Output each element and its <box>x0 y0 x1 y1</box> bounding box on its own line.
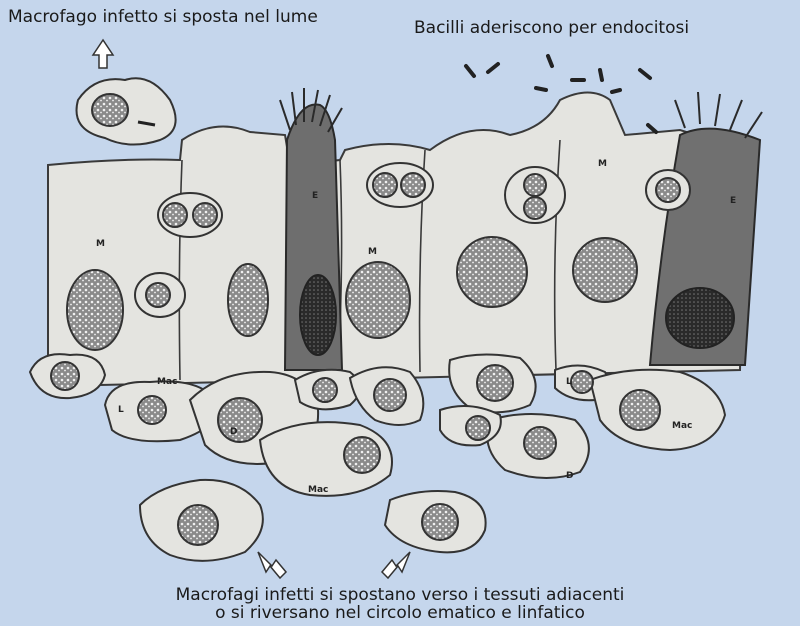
label-m-1: M <box>96 239 105 249</box>
label-m-3: M <box>598 159 607 169</box>
label-e-1: E <box>312 191 318 201</box>
label-mac-3: Mac <box>672 421 692 431</box>
label-d-1: D <box>230 427 237 437</box>
caption-bottom-line2: o si riversano nel circolo ematico e lin… <box>0 603 800 623</box>
e-cell-left-nucleus <box>300 275 336 355</box>
caption-bottom-line1: Macrofagi infetti si spostano verso i te… <box>0 585 800 605</box>
label-mac-2: Mac <box>308 485 328 495</box>
caption-infected-macrophage-lumen: Macrofago infetto si sposta nel lume <box>8 7 318 27</box>
label-d-2: D <box>566 471 573 481</box>
macrophage-to-lumen-nucleus <box>92 94 128 126</box>
label-m-2: M <box>368 247 377 257</box>
label-l-1: L <box>118 405 124 415</box>
label-l-2: L <box>566 377 572 387</box>
arrow-up <box>93 40 113 68</box>
arrow-down-right <box>382 552 410 578</box>
label-e-2: E <box>730 196 736 206</box>
caption-bacilli-endocytosis: Bacilli aderiscono per endocitosi <box>414 18 689 38</box>
label-mac-1: Mac <box>157 377 177 387</box>
e-cell-right-nucleus <box>666 288 734 348</box>
arrow-down-left <box>258 552 286 578</box>
